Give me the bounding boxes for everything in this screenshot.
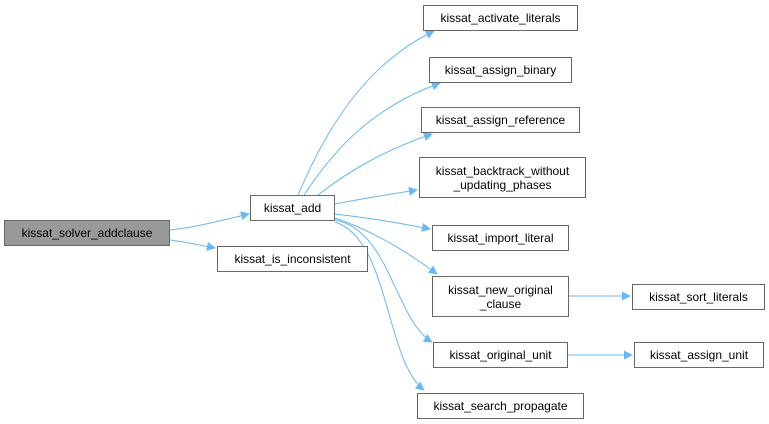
node-kissat-original-unit[interactable]: kissat_original_unit <box>433 342 568 368</box>
edge-add-to-import-literal <box>334 213 431 232</box>
node-kissat-new-original-clause[interactable]: kissat_new_original _clause <box>432 276 569 317</box>
edge-add-to-assign-binary <box>303 81 441 196</box>
node-kissat-is-inconsistent[interactable]: kissat_is_inconsistent <box>217 246 368 272</box>
edge-add-to-backtrack-without-updating-phases <box>334 186 418 205</box>
node-kissat-search-propagate[interactable]: kissat_search_propagate <box>417 393 584 419</box>
node-kissat-import-literal[interactable]: kissat_import_literal <box>432 225 569 251</box>
edge-add-to-new-original-clause <box>334 217 438 275</box>
node-kissat-assign-binary[interactable]: kissat_assign_binary <box>429 57 572 83</box>
edge-solver-addclause-to-is-inconsistent <box>169 239 216 251</box>
node-kissat-backtrack-without-updating-phases[interactable]: kissat_backtrack_without _updating_phase… <box>419 157 586 198</box>
node-kissat-add[interactable]: kissat_add <box>250 195 335 221</box>
node-kissat-assign-unit[interactable]: kissat_assign_unit <box>634 342 764 368</box>
edge-add-to-assign-reference <box>317 132 433 196</box>
node-kissat-activate-literals[interactable]: kissat_activate_literals <box>423 5 578 31</box>
node-kissat-sort-literals[interactable]: kissat_sort_literals <box>632 284 765 310</box>
edge-solver-addclause-to-add <box>169 211 250 231</box>
edge-add-to-activate-literals <box>297 30 435 196</box>
edge-add-to-original-unit <box>334 219 433 343</box>
node-kissat-assign-reference[interactable]: kissat_assign_reference <box>421 107 580 133</box>
node-kissat-solver-addclause: kissat_solver_addclause <box>4 220 170 246</box>
edge-add-to-search-propagate <box>334 221 425 391</box>
